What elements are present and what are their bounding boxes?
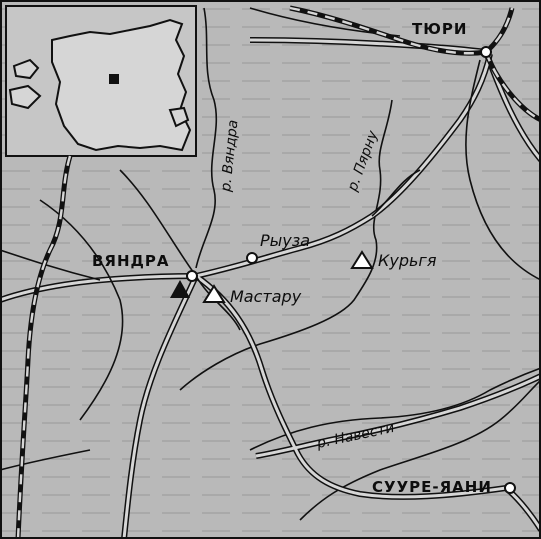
village-label-kurgya: Курьгя — [378, 251, 437, 270]
inset-location-marker-icon — [109, 74, 119, 84]
rivers — [179, 7, 541, 521]
town-label-vyandra: ВЯНДРА — [92, 252, 170, 270]
town-circle-icon — [186, 270, 198, 282]
town-circle-icon — [480, 46, 492, 58]
inset-island-1 — [12, 58, 40, 80]
river-label-vyandra: р. Вяндра — [218, 119, 242, 193]
village-triangle-icon — [202, 284, 226, 303]
river-tributary — [299, 379, 541, 521]
river-vyandra — [195, 7, 218, 269]
inset-island-3 — [168, 106, 190, 128]
inset-coastline — [51, 18, 192, 152]
town-label-tyuri: ТЮРИ — [412, 20, 467, 38]
town-label-suure-yaani: СУУРЕ-ЯАНИ — [372, 478, 492, 496]
railways — [15, 5, 541, 539]
village-label-ryuza: Рыуза — [260, 231, 310, 250]
site-marker-icon — [170, 280, 190, 298]
river-navesti — [249, 367, 541, 451]
town-circle-icon — [504, 482, 516, 494]
village-circle-icon — [246, 252, 258, 264]
minor-roads — [0, 7, 541, 471]
river-pyarnu — [179, 99, 393, 391]
inset-island-2 — [8, 84, 42, 110]
village-label-mastaru: Мастару — [230, 287, 302, 306]
locator-inset — [5, 5, 197, 157]
village-triangle-icon — [350, 250, 374, 269]
